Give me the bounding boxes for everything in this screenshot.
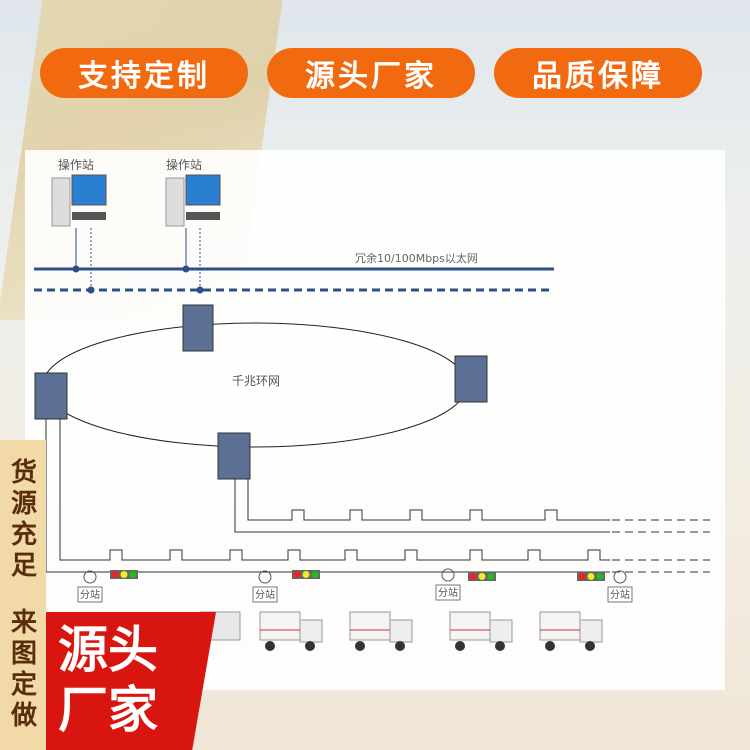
svg-text:分站: 分站 xyxy=(80,588,100,601)
workstation-2: 操作站 xyxy=(165,157,221,290)
switch-icon xyxy=(217,432,251,480)
workstation-label: 操作站 xyxy=(166,157,202,172)
substation-1: 分站 xyxy=(77,570,103,603)
svg-text:分站: 分站 xyxy=(438,586,458,599)
badge-line-1: 源头 xyxy=(58,621,158,679)
factory-badge: 源头 厂家 xyxy=(46,612,216,750)
badge-line-2: 厂家 xyxy=(58,681,158,739)
side-strip xyxy=(0,440,46,750)
svg-text:分站: 分站 xyxy=(255,588,275,601)
truck-icons xyxy=(199,611,603,651)
tag-custom: 支持定制 xyxy=(40,48,248,98)
substation-3: 分站 xyxy=(435,568,461,601)
tag-factory: 源头厂家 xyxy=(267,48,475,98)
ethernet-label: 冗余10/100Mbps以太网 xyxy=(355,251,478,265)
workstation-label: 操作站 xyxy=(58,157,94,172)
side-text-stock: 货源充足 xyxy=(10,458,37,581)
side-text-custom: 来图定做 xyxy=(10,608,37,731)
substation-2: 分站 xyxy=(252,570,278,603)
ring-label: 千兆环网 xyxy=(232,374,280,388)
svg-text:分站: 分站 xyxy=(610,588,630,601)
switch-icon xyxy=(454,355,488,403)
switch-icon xyxy=(182,304,214,352)
substation-4: 分站 xyxy=(607,570,633,603)
switch-icon xyxy=(34,372,68,420)
traffic-light-icons xyxy=(110,570,605,581)
tag-quality: 品质保障 xyxy=(494,48,702,98)
workstation-1: 操作站 xyxy=(51,157,107,290)
